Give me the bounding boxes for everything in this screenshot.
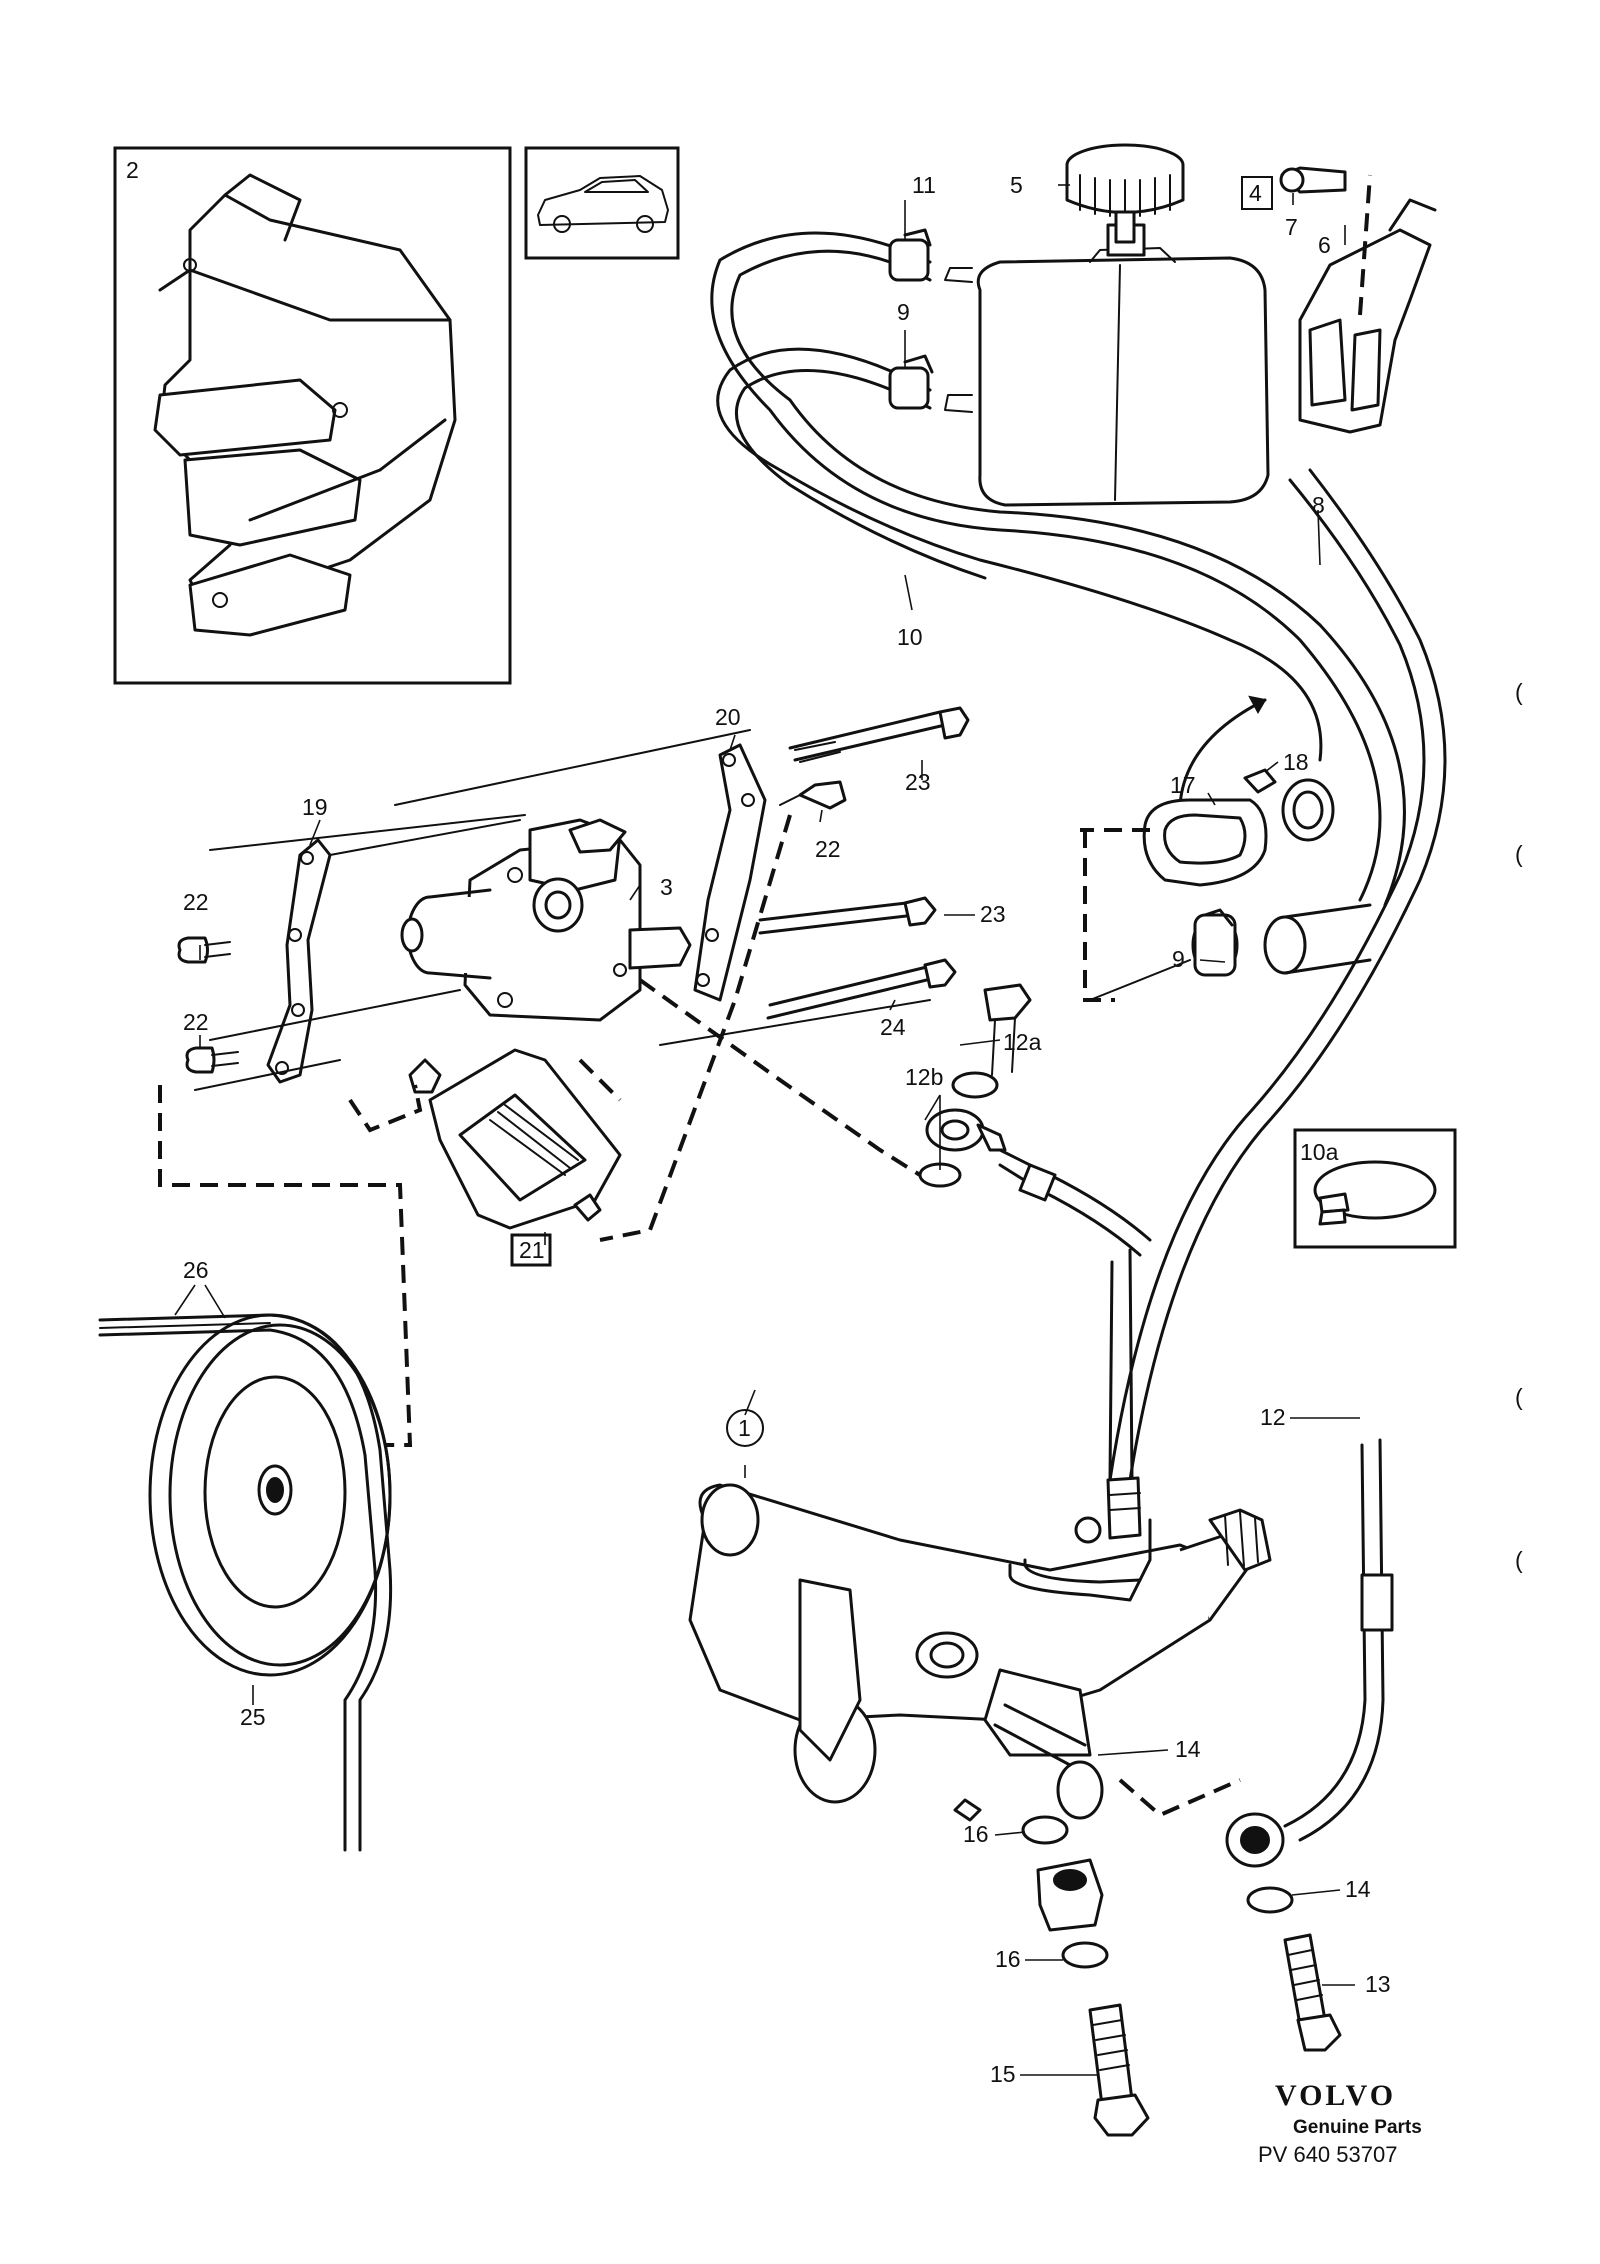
callout-19: 19: [302, 794, 328, 820]
brand-block: VOLVO Genuine Parts PV 640 53707: [1258, 2079, 1422, 2167]
part-number: PV 640 53707: [1258, 2142, 1397, 2167]
inset-hose-clamp: [1293, 1128, 1457, 1249]
callout-1: 1: [738, 1415, 751, 1441]
callout-2: 2: [126, 157, 139, 183]
pressure-pipe: [1106, 1248, 1394, 1842]
callout-13: 13: [1365, 1971, 1391, 1997]
inset-bracket-detail: 2: [113, 146, 512, 685]
callout-10: 10: [897, 624, 923, 650]
mounting-plate-front: [266, 838, 332, 1084]
callout-11: 11: [912, 172, 936, 198]
callout-20: 20: [715, 704, 741, 730]
pressure-hose: [716, 347, 1447, 1482]
callout-12: 12: [1260, 1404, 1286, 1430]
callout-3: 3: [660, 874, 673, 900]
callout-16-upper: 16: [963, 1821, 989, 1847]
vehicle-reference-box: [524, 146, 680, 260]
banjo-fitting: [918, 983, 1152, 1257]
callout-25: 25: [240, 1704, 266, 1730]
hose-clamp-lower: [1191, 903, 1372, 977]
callout-16-lower: 16: [995, 1946, 1021, 1972]
mounting-plate-rear: [693, 743, 767, 1002]
bolts-pump: [177, 706, 970, 1074]
callout-5: 5: [1010, 172, 1023, 198]
callout-14-lower: 14: [1345, 1876, 1371, 1902]
callout-15: 15: [990, 2061, 1016, 2087]
crankshaft-pulley: [148, 1313, 392, 1677]
assembly-guide-lines: [158, 174, 1372, 1818]
callout-23-middle: 23: [980, 901, 1006, 927]
callout-8: 8: [1312, 492, 1325, 518]
callout-23-top: 23: [905, 769, 931, 795]
callout-17: 17: [1170, 772, 1196, 798]
callout-26: 26: [183, 1257, 209, 1283]
drive-belt: [98, 1313, 393, 1852]
callout-9-upper: 9: [897, 299, 910, 325]
callout-4: 4: [1249, 180, 1262, 206]
reservoir-bracket: [1279, 166, 1437, 434]
return-hose: [710, 231, 1406, 907]
callout-6: 6: [1318, 232, 1331, 258]
callout-labels: 1 3 4 5 6 7 8 9 9 10 10a 11 12 12a 12b 1…: [183, 172, 1391, 2087]
callout-10a: 10a: [1300, 1139, 1339, 1165]
callout-9-lower: 9: [1172, 946, 1185, 972]
callout-24: 24: [880, 1014, 906, 1040]
callout-12a: 12a: [1003, 1029, 1042, 1055]
power-steering-pump: [400, 818, 692, 1022]
callout-22-right: 22: [815, 836, 841, 862]
margin-marks: ( ( ( (: [1515, 679, 1523, 1573]
margin-mark: (: [1515, 841, 1523, 867]
callout-21: 21: [519, 1237, 545, 1263]
callout-22-left-top: 22: [183, 889, 209, 915]
steering-gear: [688, 1483, 1272, 1822]
margin-mark: (: [1515, 679, 1523, 705]
belt-tensioner-bracket: 21: [408, 1048, 622, 1267]
callout-12b: 12b: [905, 1064, 943, 1090]
fluid-reservoir: [944, 143, 1270, 507]
union-fitting: [1021, 1815, 1150, 2137]
margin-mark: (: [1515, 1384, 1523, 1410]
brand-logo: VOLVO: [1275, 2079, 1396, 2112]
hose-clamps-upper: [888, 228, 934, 410]
callout-22-left-bottom: 22: [183, 1009, 209, 1035]
leader-lines: [174, 184, 1360, 2076]
banjo-bolt-lower: [1225, 1812, 1342, 2052]
margin-mark: (: [1515, 1547, 1523, 1573]
callout-18: 18: [1283, 749, 1309, 775]
brand-tagline: Genuine Parts: [1293, 2117, 1422, 2138]
callout-7: 7: [1285, 214, 1298, 240]
hose-clip: [1142, 695, 1335, 887]
callout-14-upper: 14: [1175, 1736, 1201, 1762]
